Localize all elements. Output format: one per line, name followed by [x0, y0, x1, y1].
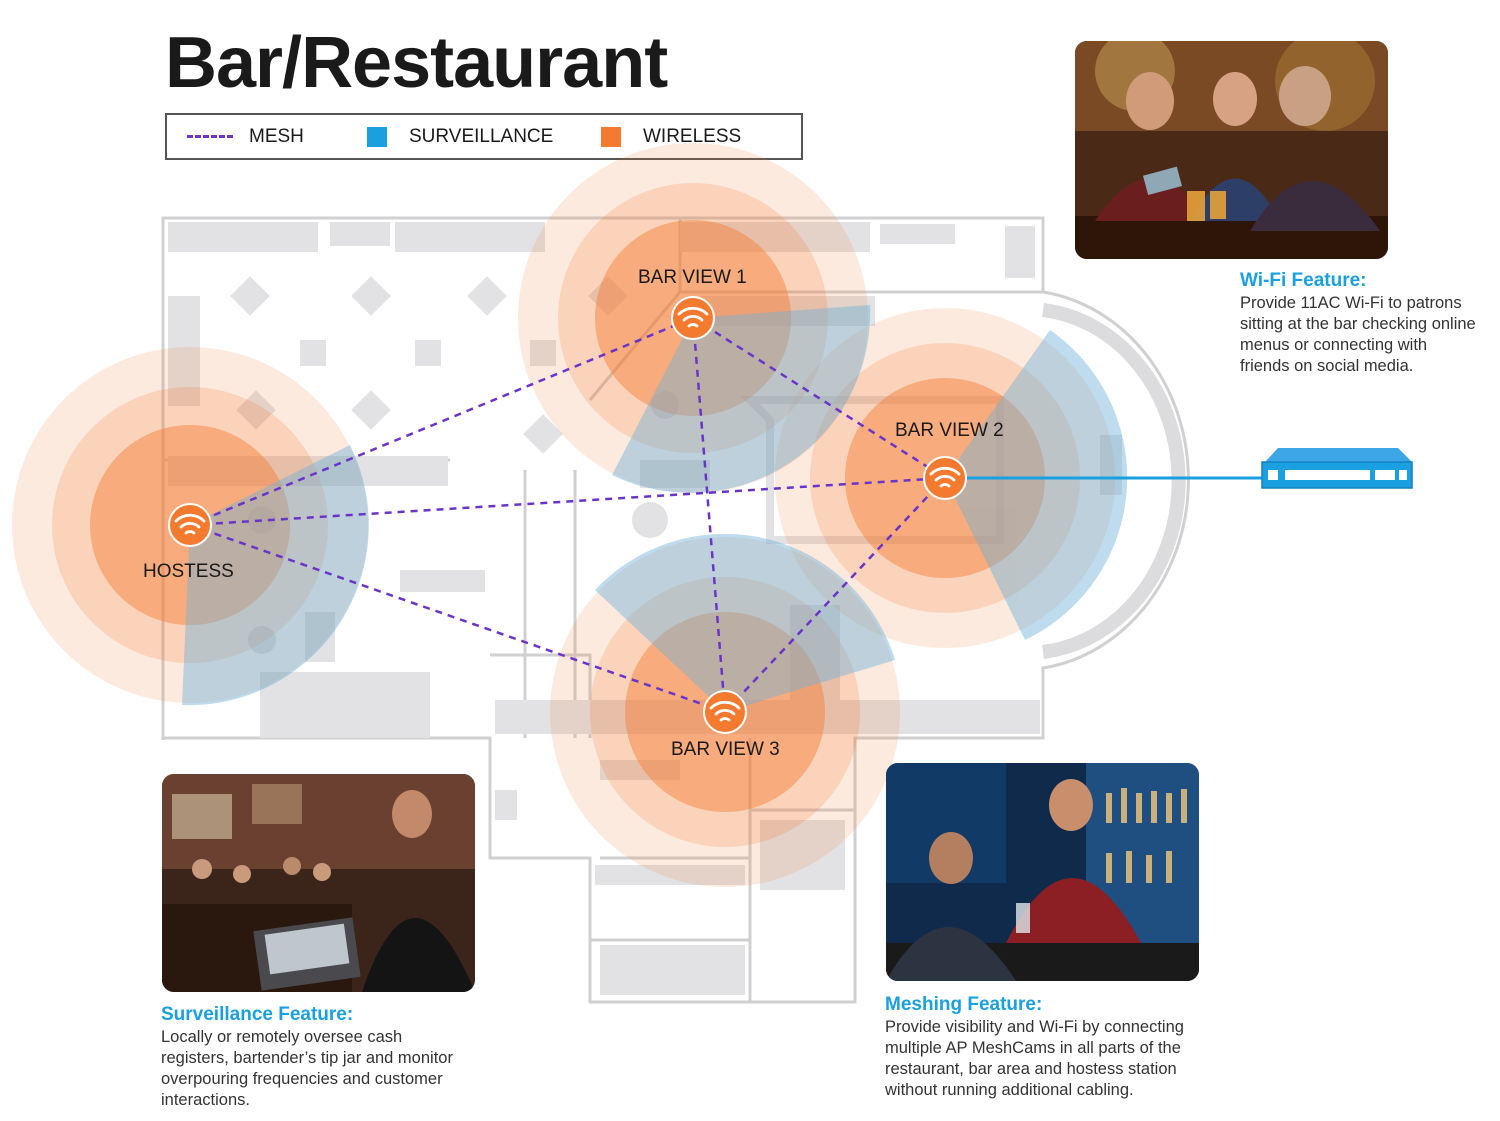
ap-bar-view-2[interactable]: BAR VIEW 2 — [895, 420, 1004, 500]
meshing-feature-line: Provide visibility and Wi-Fi by connecti… — [885, 1018, 1184, 1036]
ap-label-bar-view-2: BAR VIEW 2 — [895, 420, 1004, 441]
wifi-feature-title: Wi-Fi Feature: — [1240, 270, 1367, 291]
ap-bar-view-1[interactable]: BAR VIEW 1 — [638, 267, 747, 340]
camera-sector-bar-view-1 — [612, 305, 871, 493]
page-title: Bar/Restaurant — [165, 23, 668, 103]
floor-plan-furniture — [168, 222, 1122, 995]
ap-label-bar-view-3: BAR VIEW 3 — [671, 739, 780, 760]
legend: MESH SURVEILLANCE WIRELESS — [165, 113, 803, 160]
legend-label-mesh: MESH — [249, 125, 304, 147]
ap-label-bar-view-1: BAR VIEW 1 — [638, 267, 747, 288]
meshing-feature-line: multiple AP MeshCams in all parts of the — [885, 1039, 1181, 1057]
ap-bar-view-3[interactable]: BAR VIEW 3 — [671, 690, 780, 760]
legend-item-mesh: MESH — [187, 115, 304, 158]
camera-sector-bar-view-2 — [945, 330, 1128, 640]
surveillance-feature-line: registers, bartender’s tip jar and monit… — [161, 1049, 453, 1067]
wifi-icon — [677, 306, 709, 328]
dashed-line-icon — [187, 135, 233, 138]
wifi-feature-line: menus or connecting with — [1240, 336, 1428, 354]
cashier-photo-illustration — [162, 774, 475, 992]
mesh-link — [189, 476, 946, 527]
meshing-feature-title: Meshing Feature: — [885, 994, 1043, 1015]
wifi-feature-line: friends on social media. — [1240, 357, 1414, 375]
wifi-icon — [929, 466, 961, 488]
bartender-photo-illustration — [886, 763, 1199, 981]
wifi-feature-line: sitting at the bar checking online — [1240, 315, 1476, 333]
camera-sector-bar-view-3 — [595, 533, 895, 712]
patrons-photo-illustration — [1075, 41, 1388, 259]
mesh-link — [189, 523, 726, 714]
meshing-feature-line: without running additional cabling. — [885, 1081, 1134, 1099]
wifi-feature-line: Provide 11AC Wi-Fi to patrons — [1240, 294, 1462, 312]
meshing-feature-line: restaurant, bar area and hostess station — [885, 1060, 1177, 1078]
mesh-links — [189, 316, 946, 714]
network-switch-icon — [1261, 448, 1413, 489]
meshing-feature-photo — [886, 763, 1199, 981]
blue-square-icon — [367, 126, 387, 147]
wifi-feature-description: Provide 11AC Wi-Fi to patrons sitting at… — [1240, 293, 1476, 377]
surveillance-coverage — [182, 305, 1128, 712]
legend-label-wireless: WIRELESS — [643, 125, 742, 147]
surveillance-feature-line: overpouring frequencies and customer — [161, 1070, 443, 1088]
ap-label-hostess: HOSTESS — [143, 561, 234, 582]
surveillance-feature-description: Locally or remotely oversee cash registe… — [161, 1027, 453, 1111]
orange-square-icon — [601, 126, 621, 147]
surveillance-feature-line: interactions. — [161, 1091, 250, 1109]
mesh-link — [724, 477, 946, 713]
wifi-icon — [709, 700, 741, 722]
surveillance-feature-title: Surveillance Feature: — [161, 1004, 354, 1025]
surveillance-feature-line: Locally or remotely oversee cash — [161, 1028, 403, 1046]
ap-hostess[interactable]: HOSTESS — [143, 503, 234, 582]
meshing-feature-description: Provide visibility and Wi-Fi by connecti… — [885, 1017, 1184, 1101]
wifi-icon — [174, 513, 206, 535]
surveillance-feature-photo — [162, 774, 475, 992]
wifi-feature-photo — [1075, 41, 1388, 259]
legend-item-wireless: WIRELESS — [601, 115, 741, 158]
mesh-link — [692, 316, 946, 480]
legend-item-surveillance: SURVEILLANCE — [367, 115, 553, 158]
mesh-link — [691, 317, 727, 713]
legend-label-surveillance: SURVEILLANCE — [409, 125, 554, 147]
